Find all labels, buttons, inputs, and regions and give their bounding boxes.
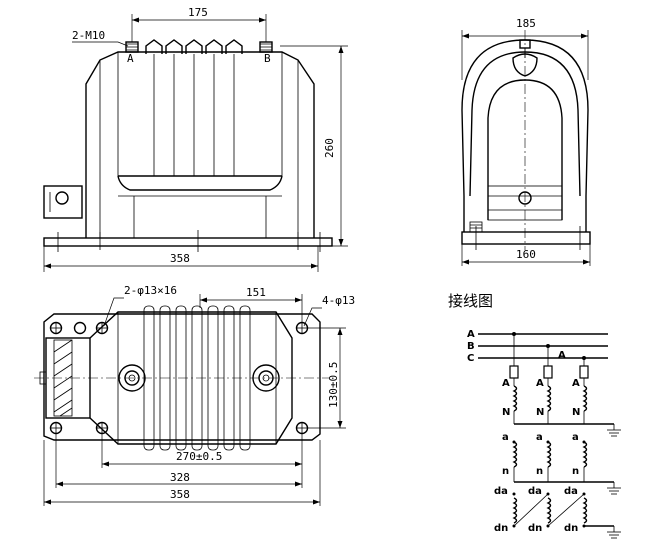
fuse-c <box>579 365 589 379</box>
primary-bottom-label: N <box>572 407 580 418</box>
bus-label-c: C <box>467 353 474 364</box>
tertiary-winding-3: da dn <box>564 486 588 534</box>
tertiary-top-label: da <box>528 486 542 497</box>
plan-base-plate <box>43 313 321 441</box>
front-terminal-b-label: B <box>264 52 271 65</box>
fuse-b <box>543 365 553 379</box>
ground-icon <box>607 526 621 539</box>
secondary-top-label: a <box>572 432 579 443</box>
secondary-winding-1: a n <box>502 432 518 482</box>
front-left-bracket <box>43 185 83 219</box>
front-body-outline <box>85 51 315 238</box>
front-base-plate <box>43 237 333 247</box>
plan-dim-151: 151 <box>246 286 266 299</box>
tertiary-winding-1: da dn <box>494 486 518 534</box>
secondary-top-label: a <box>536 432 543 443</box>
tertiary-top-label: da <box>564 486 578 497</box>
primary-bottom-label: N <box>536 407 544 418</box>
primary-winding-1: A N <box>502 378 518 424</box>
front-ribs <box>145 39 243 176</box>
secondary-bottom-label: n <box>572 466 579 477</box>
side-dim-160: 160 <box>516 248 536 261</box>
plan-hole <box>73 321 87 335</box>
secondary-winding-2: a n <box>536 432 552 482</box>
fuse-a <box>509 365 519 379</box>
primary-bottom-label: N <box>502 407 510 418</box>
primary-winding-3: A N <box>572 378 588 424</box>
tertiary-bottom-label: dn <box>494 523 508 534</box>
tertiary-bottom-label: dn <box>564 523 578 534</box>
front-terminal-a-label: A <box>127 52 134 65</box>
wiring-diagram: 接线图 A B C A A N A N <box>448 292 621 539</box>
plan-dim-358: 358 <box>170 488 190 501</box>
front-bolt-label: 2-M10 <box>72 29 105 42</box>
front-dim-358: 358 <box>170 252 190 265</box>
tertiary-top-label: da <box>494 486 508 497</box>
side-base-plate <box>461 231 591 245</box>
plan-hole-label-right: 4-φ13 <box>322 294 355 307</box>
ground-icon <box>607 482 621 495</box>
primary-top-label: A <box>572 378 580 389</box>
front-terminal-a <box>125 41 139 53</box>
primary-top-label: A <box>536 378 544 389</box>
plan-view: 2-φ13×16 4-φ13 151 130±0.5 270±0.5 328 <box>34 284 355 506</box>
bus-label-b: B <box>467 341 475 352</box>
wiring-title: 接线图 <box>448 292 493 310</box>
front-view: A B 2-M10 175 260 358 <box>43 6 348 272</box>
secondary-winding-3: a n <box>572 432 588 482</box>
plan-dim-270: 270±0.5 <box>176 450 222 463</box>
ground-icon <box>607 424 621 437</box>
front-bolt-hole <box>55 191 69 205</box>
tertiary-bottom-label: dn <box>528 523 542 534</box>
fuse-group-label: A <box>558 350 566 361</box>
front-terminal-b <box>259 41 273 53</box>
primary-winding-2: A N <box>536 378 552 424</box>
side-view: 185 160 <box>461 17 591 266</box>
side-dim-185: 185 <box>516 17 536 30</box>
front-dim-175: 175 <box>188 6 208 19</box>
front-dim-260: 260 <box>323 138 336 158</box>
secondary-top-label: a <box>502 432 509 443</box>
secondary-bottom-label: n <box>536 466 543 477</box>
plan-hole-label-left: 2-φ13×16 <box>124 284 177 297</box>
secondary-bottom-label: n <box>502 466 509 477</box>
primary-top-label: A <box>502 378 510 389</box>
plan-dim-130: 130±0.5 <box>327 362 340 408</box>
bus-label-a: A <box>467 329 475 340</box>
plan-dim-328: 328 <box>170 471 190 484</box>
